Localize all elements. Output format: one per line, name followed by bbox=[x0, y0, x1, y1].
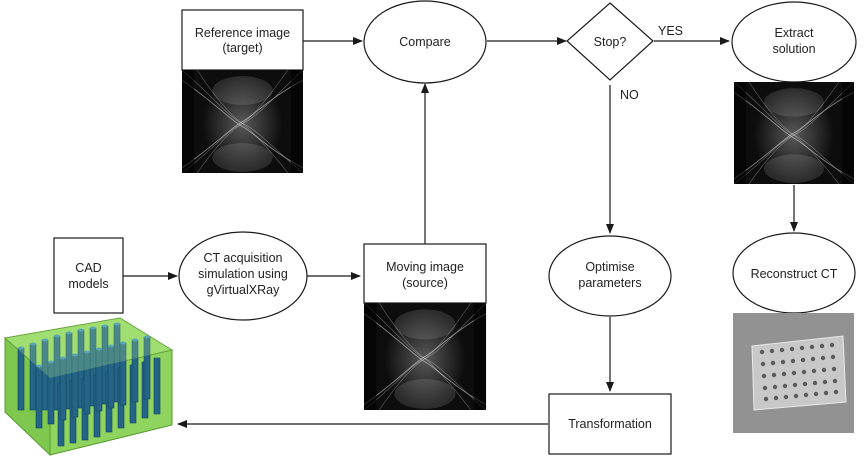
moving-sinogram-image bbox=[363, 302, 487, 411]
ct-sim-label-3: gVirtualXRay bbox=[207, 283, 280, 297]
extract-sublabel: solution bbox=[772, 42, 815, 56]
extract-sinogram-image bbox=[733, 81, 855, 185]
ct-sim-label-1: CT acquisition bbox=[204, 251, 283, 265]
edge-label-no: NO bbox=[620, 88, 639, 102]
reconstruct-label: Reconstruct CT bbox=[751, 267, 838, 281]
reference-image-node: Reference image (target) bbox=[181, 9, 304, 174]
optimise-sublabel: parameters bbox=[578, 276, 641, 290]
ct-sim-label-2: simulation using bbox=[198, 267, 288, 281]
transformation-label: Transformation bbox=[568, 417, 652, 431]
reference-image-sublabel: (target) bbox=[222, 41, 262, 55]
moving-image-sublabel: (source) bbox=[402, 276, 448, 290]
reference-sinogram-image bbox=[181, 69, 304, 174]
cad-3d-render bbox=[3, 317, 174, 457]
ct-slice-image bbox=[733, 313, 854, 433]
extract-solution-node: Extract solution bbox=[731, 1, 857, 185]
ct-simulation-node: CT acquisition simulation using gVirtual… bbox=[178, 231, 308, 321]
optimise-parameters-node: Optimise parameters bbox=[548, 235, 672, 317]
stop-decision-node: Stop? bbox=[566, 2, 654, 81]
optimise-label: Optimise bbox=[585, 260, 634, 274]
reconstruct-ct-node: Reconstruct CT bbox=[732, 232, 856, 433]
cad-label: CAD bbox=[75, 261, 101, 275]
transformation-node: Transformation bbox=[548, 393, 672, 455]
reference-image-label: Reference image bbox=[195, 26, 290, 40]
compare-node: Compare bbox=[363, 0, 487, 84]
moving-image-node: Moving image (source) bbox=[363, 243, 487, 411]
extract-label: Extract bbox=[775, 26, 814, 40]
moving-image-label: Moving image bbox=[386, 260, 464, 274]
edge-label-yes: YES bbox=[658, 24, 683, 38]
stop-label: Stop? bbox=[594, 35, 627, 49]
compare-label: Compare bbox=[399, 35, 450, 49]
cad-models-node: CAD models bbox=[53, 237, 124, 314]
cad-sublabel: models bbox=[68, 277, 108, 291]
